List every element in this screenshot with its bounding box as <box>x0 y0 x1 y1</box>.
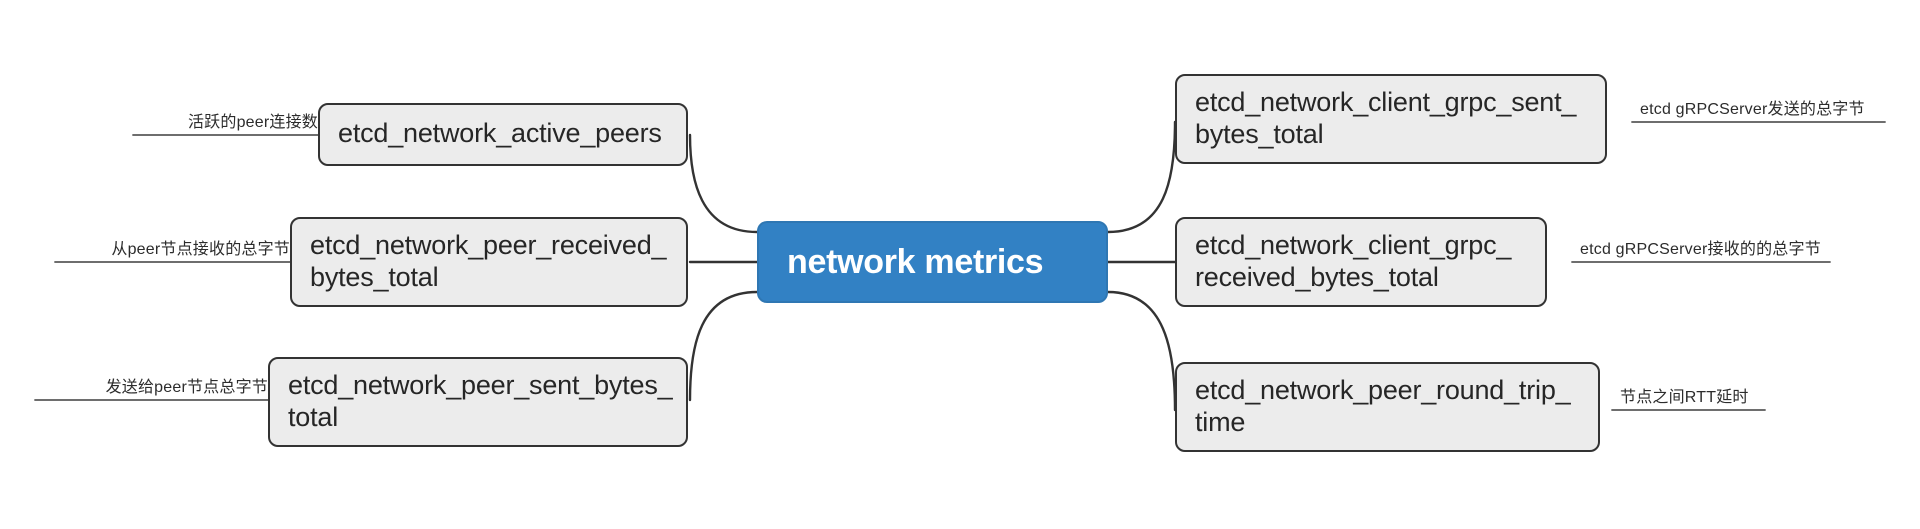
edge-root-to-round-trip <box>1106 290 1177 412</box>
node-active-peers[interactable]: etcd_network_active_peers <box>318 103 688 166</box>
node-active-peers-label: etcd_network_active_peers <box>338 118 662 149</box>
node-peer-sent-bytes-label: etcd_network_peer_sent_bytes_ total <box>288 369 673 432</box>
edge-root-to-peer-sent <box>688 290 759 402</box>
edge-label-client-grpc-received: etcd gRPCServer接收的的总字节 <box>1580 241 1821 258</box>
root-node-label: network metrics <box>787 242 1044 281</box>
edge-root-to-active-peers <box>688 133 759 234</box>
node-peer-sent-bytes[interactable]: etcd_network_peer_sent_bytes_ total <box>268 357 688 447</box>
edge-label-peer-round-trip-time: 节点之间RTT延时 <box>1620 389 1749 406</box>
edge-label-client-grpc-sent: etcd gRPCServer发送的总字节 <box>1640 101 1865 118</box>
node-peer-received-bytes-label: etcd_network_peer_received_ bytes_total <box>310 229 667 292</box>
node-client-grpc-received[interactable]: etcd_network_client_grpc_ received_bytes… <box>1175 217 1547 307</box>
node-peer-round-trip-time-label: etcd_network_peer_round_trip_ time <box>1195 374 1571 437</box>
edge-label-peer-sent-bytes: 发送给peer节点总字节 <box>105 379 268 396</box>
node-client-grpc-sent[interactable]: etcd_network_client_grpc_sent_ bytes_tot… <box>1175 74 1607 164</box>
root-node-network-metrics[interactable]: network metrics <box>757 221 1108 303</box>
edge-label-peer-received-bytes: 从peer节点接收的总字节 <box>111 241 290 258</box>
node-peer-round-trip-time[interactable]: etcd_network_peer_round_trip_ time <box>1175 362 1600 452</box>
node-peer-received-bytes[interactable]: etcd_network_peer_received_ bytes_total <box>290 217 688 307</box>
node-client-grpc-sent-label: etcd_network_client_grpc_sent_ bytes_tot… <box>1195 86 1577 149</box>
edge-root-to-grpc-sent <box>1106 120 1177 234</box>
node-client-grpc-received-label: etcd_network_client_grpc_ received_bytes… <box>1195 229 1512 292</box>
edge-label-active-peers: 活跃的peer连接数 <box>187 114 318 131</box>
